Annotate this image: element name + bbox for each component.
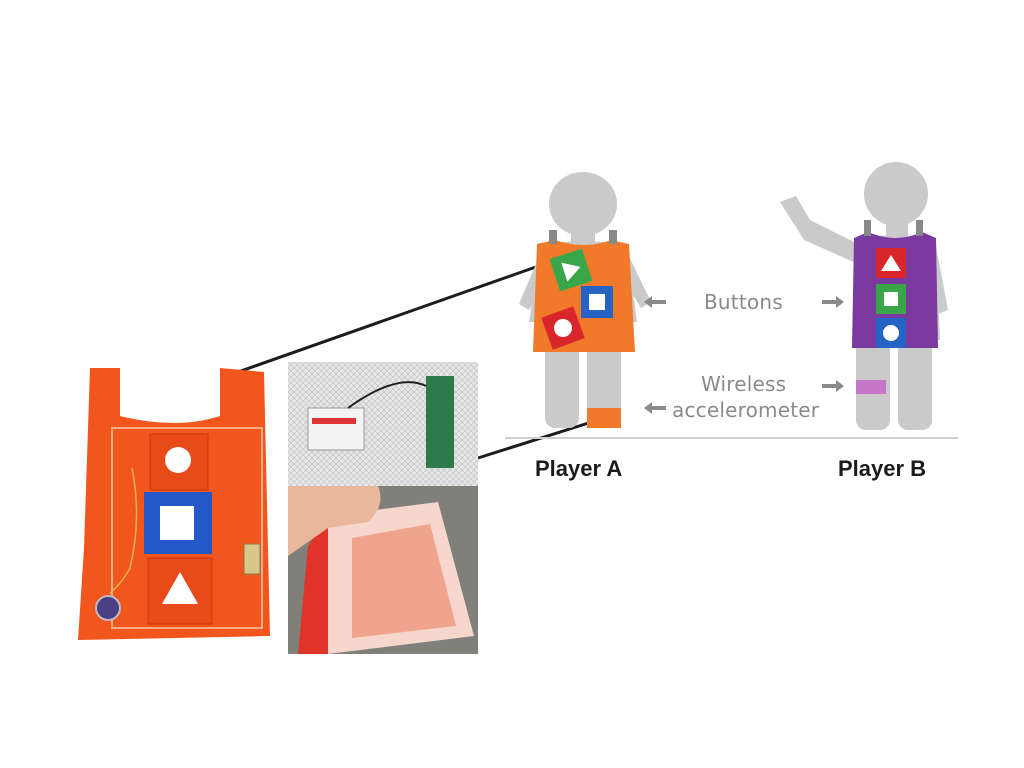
player-b-triangle-button: [876, 248, 906, 278]
player-a-square-button: [581, 286, 613, 318]
vest-plastic-panel: [111, 427, 263, 629]
buttons-label: Buttons: [704, 290, 783, 314]
player-b-accelerometer-band: [856, 380, 886, 394]
player-a-figure: [505, 172, 655, 438]
photo-cable: [347, 381, 427, 409]
photo-wires: [109, 467, 138, 594]
vest-photo: [72, 368, 282, 640]
photo-square-shape: [160, 506, 194, 540]
player-b-label: Player B: [838, 456, 927, 481]
wireless-label: Wireless: [701, 372, 787, 396]
player-b-figure: [770, 160, 950, 440]
accelerometer-photo: [288, 362, 478, 486]
photo-triangle-shape: [162, 572, 198, 604]
photo-thumb: [288, 486, 381, 556]
player-a-accelerometer-band: [587, 408, 621, 428]
accelerometer-label: accelerometer: [672, 398, 820, 422]
photo-sensor-board: [426, 376, 454, 468]
player-b-square-button: [876, 284, 906, 314]
photo-lilypad-board: [95, 595, 121, 621]
buttons-left-arrow: [644, 296, 666, 308]
foam-pad-inner: [352, 524, 456, 638]
player-a-circle-button: [541, 306, 585, 350]
foam-edge-red: [298, 516, 328, 654]
vest-connector-line: [237, 260, 551, 374]
buttons-right-arrow: [822, 296, 844, 308]
player-b-circle-button: [876, 318, 906, 348]
player-a-triangle-button: [549, 248, 593, 292]
accelerometer-left-arrow: [644, 402, 666, 414]
anklet-photo: [288, 486, 478, 654]
photo-battery-pack: [307, 407, 365, 451]
photo-circle-shape: [165, 447, 191, 473]
accelerometer-right-arrow: [822, 380, 844, 392]
photo-circle-pad: [149, 433, 209, 491]
player-a-label: Player A: [535, 456, 623, 481]
photo-battery: [243, 543, 261, 575]
